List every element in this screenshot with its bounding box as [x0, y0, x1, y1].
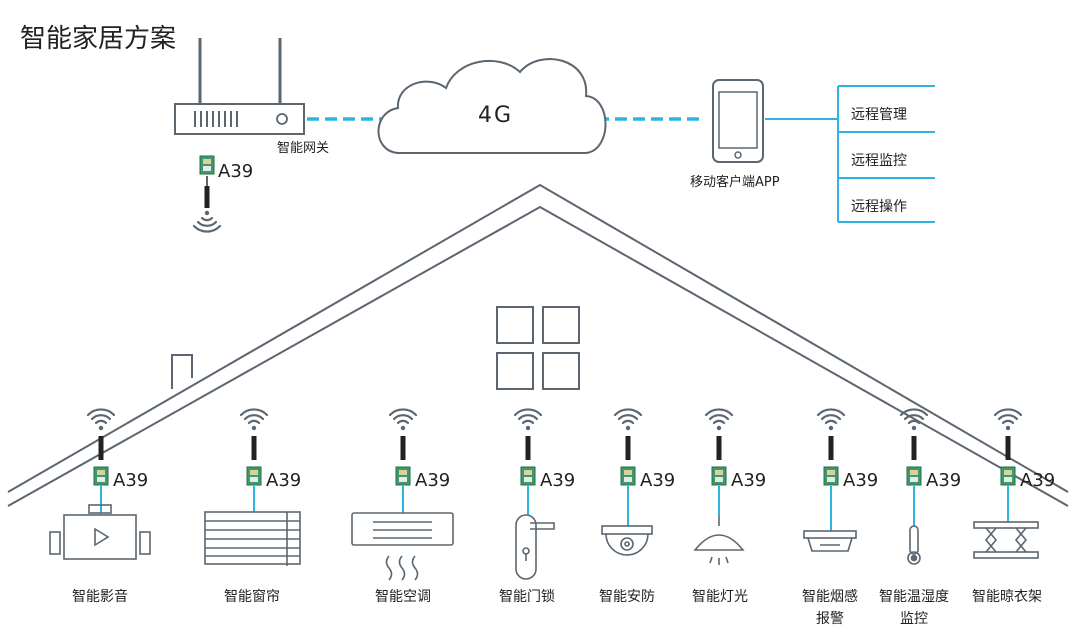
app-label: 移动客户端APP	[690, 174, 780, 190]
wifi-signal-icon	[899, 408, 929, 432]
av-player-icon	[49, 504, 151, 560]
device-label: 智能安防	[599, 589, 655, 605]
module-label: A39	[926, 470, 961, 491]
wifi-signal-icon	[816, 408, 846, 432]
wifi-signal-icon	[192, 209, 222, 233]
device-units: A39 智能影音 A39 智能窗帘 A39 智能空调 A39 智能门锁 A39 智能安防 A39 智能…	[72, 408, 1055, 627]
wifi-signal-icon	[239, 408, 269, 432]
device-label-line2: 报警	[816, 611, 844, 627]
device-label: 智能晾衣架	[972, 589, 1042, 605]
gateway-label: 智能网关	[277, 141, 329, 156]
module-label: A39	[640, 470, 675, 491]
module-chip-icon	[93, 466, 109, 486]
wifi-signal-icon	[388, 408, 418, 432]
cloud-label: 4G	[478, 103, 513, 128]
device-unit-ac: A39 智能空调	[375, 408, 450, 605]
device-label: 智能影音	[72, 588, 128, 605]
module-label: A39	[1020, 470, 1055, 491]
router-icon	[174, 38, 305, 135]
device-unit-curtain: A39 智能窗帘	[224, 408, 301, 605]
module-chip-icon	[520, 466, 536, 486]
remote-item-operate: 远程操作	[851, 199, 907, 215]
module-label: A39	[540, 470, 575, 491]
module-chip-icon	[620, 466, 636, 486]
device-label: 智能温湿度	[879, 589, 949, 605]
module-chip-icon	[711, 466, 727, 486]
module-chip-icon	[246, 466, 262, 486]
cloud-icon	[377, 58, 607, 154]
house-roof	[7, 183, 1069, 507]
device-unit-lock: A39 智能门锁	[499, 408, 575, 605]
device-unit-light: A39 智能灯光	[692, 408, 766, 605]
air-conditioner-icon	[351, 512, 454, 581]
smartphone-icon	[712, 79, 764, 163]
device-unit-rack: A39 智能晾衣架	[972, 408, 1055, 605]
wifi-signal-icon	[993, 408, 1023, 432]
curtain-icon	[204, 511, 301, 566]
smoke-detector-icon	[803, 530, 857, 552]
page-title: 智能家居方案	[20, 24, 176, 54]
device-label: 智能空调	[375, 589, 431, 605]
door-lock-icon	[515, 514, 555, 580]
remote-item-monitor: 远程监控	[851, 153, 907, 169]
thermometer-icon	[907, 525, 921, 565]
pendant-light-icon	[693, 516, 745, 565]
drying-rack-icon	[973, 521, 1039, 559]
module-chip-icon	[906, 466, 922, 486]
module-label: A39	[843, 470, 878, 491]
device-unit-security: A39 智能安防	[599, 408, 675, 605]
device-label: 智能门锁	[499, 589, 555, 605]
wifi-signal-icon	[86, 408, 116, 432]
module-label: A39	[266, 470, 301, 491]
window-icon	[496, 306, 580, 390]
device-unit-av: A39 智能影音	[72, 408, 148, 605]
module-chip-icon	[395, 466, 411, 486]
device-label: 智能灯光	[692, 589, 748, 605]
module-label: A39	[415, 470, 450, 491]
remote-bracket	[765, 85, 935, 223]
security-camera-icon	[601, 525, 653, 556]
gateway-module-label: A39	[218, 161, 253, 182]
wifi-signal-icon	[513, 408, 543, 432]
device-label-line2: 监控	[900, 611, 928, 627]
wifi-signal-icon	[704, 408, 734, 432]
device-label: 智能烟感	[802, 588, 858, 605]
module-chip-icon	[1000, 466, 1016, 486]
module-label: A39	[731, 470, 766, 491]
device-label: 智能窗帘	[224, 588, 280, 605]
module-chip-icon	[199, 155, 215, 175]
module-label: A39	[113, 470, 148, 491]
module-chip-icon	[823, 466, 839, 486]
remote-item-manage: 远程管理	[851, 107, 907, 123]
wifi-signal-icon	[613, 408, 643, 432]
